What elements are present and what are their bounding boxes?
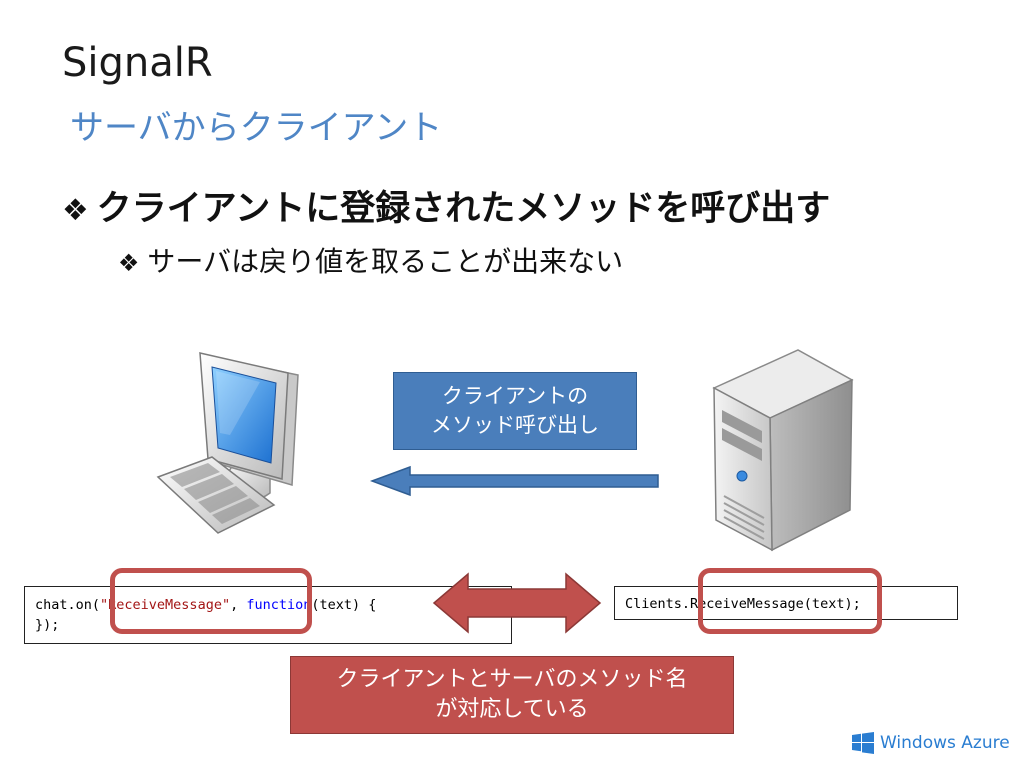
code-left-line2: }); [35, 617, 60, 633]
left-arrow-icon [370, 465, 659, 497]
bullet-level-1: ❖クライアントに登録されたメソッドを呼び出す [62, 180, 830, 231]
method-name-match-callout: クライアントとサーバのメソッド名 が対応している [290, 656, 734, 734]
code-left-string: "ReceiveMessage" [100, 597, 231, 613]
client-method-call-callout: クライアントの メソッド呼び出し [393, 372, 637, 450]
callout-blue-line2: メソッド呼び出し [431, 413, 599, 437]
code-left-keyword: function [246, 597, 312, 613]
slide-title: SignalR [62, 40, 213, 86]
client-code-snippet: chat.on("ReceiveMessage", function(text)… [24, 586, 512, 644]
server-tower-icon [712, 349, 854, 552]
bullet-level-2: ❖サーバは戻り値を取ることが出来ない [118, 240, 623, 280]
callout-red-line2: が対応している [435, 697, 589, 722]
bullet-diamond-icon: ❖ [62, 193, 89, 228]
client-computer-icon [156, 352, 299, 534]
callout-blue-line1: クライアントの [441, 384, 589, 408]
server-method-name-highlight [698, 568, 882, 634]
windows-azure-logo: Windows Azure [852, 732, 1010, 754]
code-right-line1: Clients.ReceiveMessage(text); [625, 596, 861, 612]
code-left-comma: , [230, 597, 247, 613]
server-code-snippet: Clients.ReceiveMessage(text); [614, 586, 958, 620]
bullet-diamond-icon: ❖ [118, 249, 140, 277]
slide-subtitle: サーバからクライアント [70, 108, 443, 148]
logo-text: Windows Azure [880, 733, 1010, 753]
code-left-text: chat.on( [35, 597, 101, 613]
windows-logo-icon [852, 732, 874, 754]
double-arrow-icon [432, 572, 602, 634]
client-method-name-highlight [110, 568, 312, 634]
bullet-level-2-text: サーバは戻り値を取ることが出来ない [147, 245, 624, 278]
bullet-level-1-text: クライアントに登録されたメソッドを呼び出す [96, 189, 831, 229]
callout-red-line1: クライアントとサーバのメソッド名 [336, 667, 688, 692]
code-left-params: (text) { [311, 597, 377, 613]
